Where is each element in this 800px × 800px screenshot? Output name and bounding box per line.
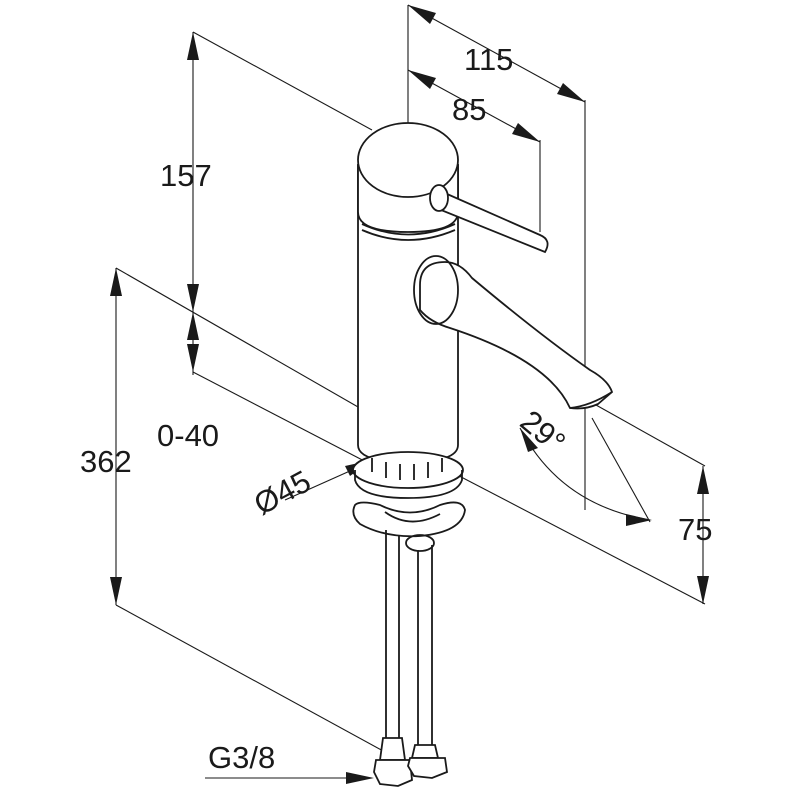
dim-0-40: 0-40: [157, 312, 219, 453]
extension-157-top: [192, 31, 373, 131]
dim-75-label: 75: [678, 512, 712, 547]
fitting-left-collar: [378, 737, 407, 761]
faucet-spout: [419, 261, 614, 410]
lever-pivot: [429, 184, 449, 212]
dim-diameter-label: Ø45: [248, 463, 316, 521]
dim-85-label: 85: [452, 92, 486, 127]
fitting-right-nut: [407, 757, 448, 779]
mounting-nut: [405, 534, 435, 552]
dim-0-40-label: 0-40: [157, 418, 219, 453]
dim-angle: 29°: [514, 403, 652, 526]
base-ring: [352, 451, 464, 489]
dim-angle-label: 29°: [514, 403, 572, 460]
faucet-lever: [436, 188, 549, 254]
dim-75: 75: [678, 466, 712, 604]
extension-040-bottom: [192, 371, 373, 466]
dim-thread-label: G3/8: [208, 740, 275, 775]
angle-line-spout: [591, 417, 651, 523]
dim-362-label: 362: [80, 444, 132, 479]
extension-75-top: [595, 404, 706, 467]
fitting-right-collar: [410, 744, 440, 759]
dim-115-label: 115: [464, 42, 513, 77]
dim-362: 362: [80, 268, 132, 605]
faucet-cap-top: [357, 122, 459, 198]
dim-85: 85: [407, 69, 541, 143]
mounting-bracket: [352, 501, 466, 538]
extension-362-top: [115, 267, 373, 416]
extension-75-bottom: [439, 465, 706, 605]
fitting-left-nut: [373, 759, 413, 787]
dim-157-label: 157: [160, 158, 212, 193]
extension-362-bottom: [115, 604, 386, 753]
dim-115: 115: [407, 4, 586, 103]
extension-lines: [115, 5, 706, 753]
dim-157: 157: [160, 32, 212, 312]
spout-collar: [413, 255, 459, 325]
dim-thread: G3/8: [205, 740, 374, 784]
faucet: [352, 122, 614, 787]
